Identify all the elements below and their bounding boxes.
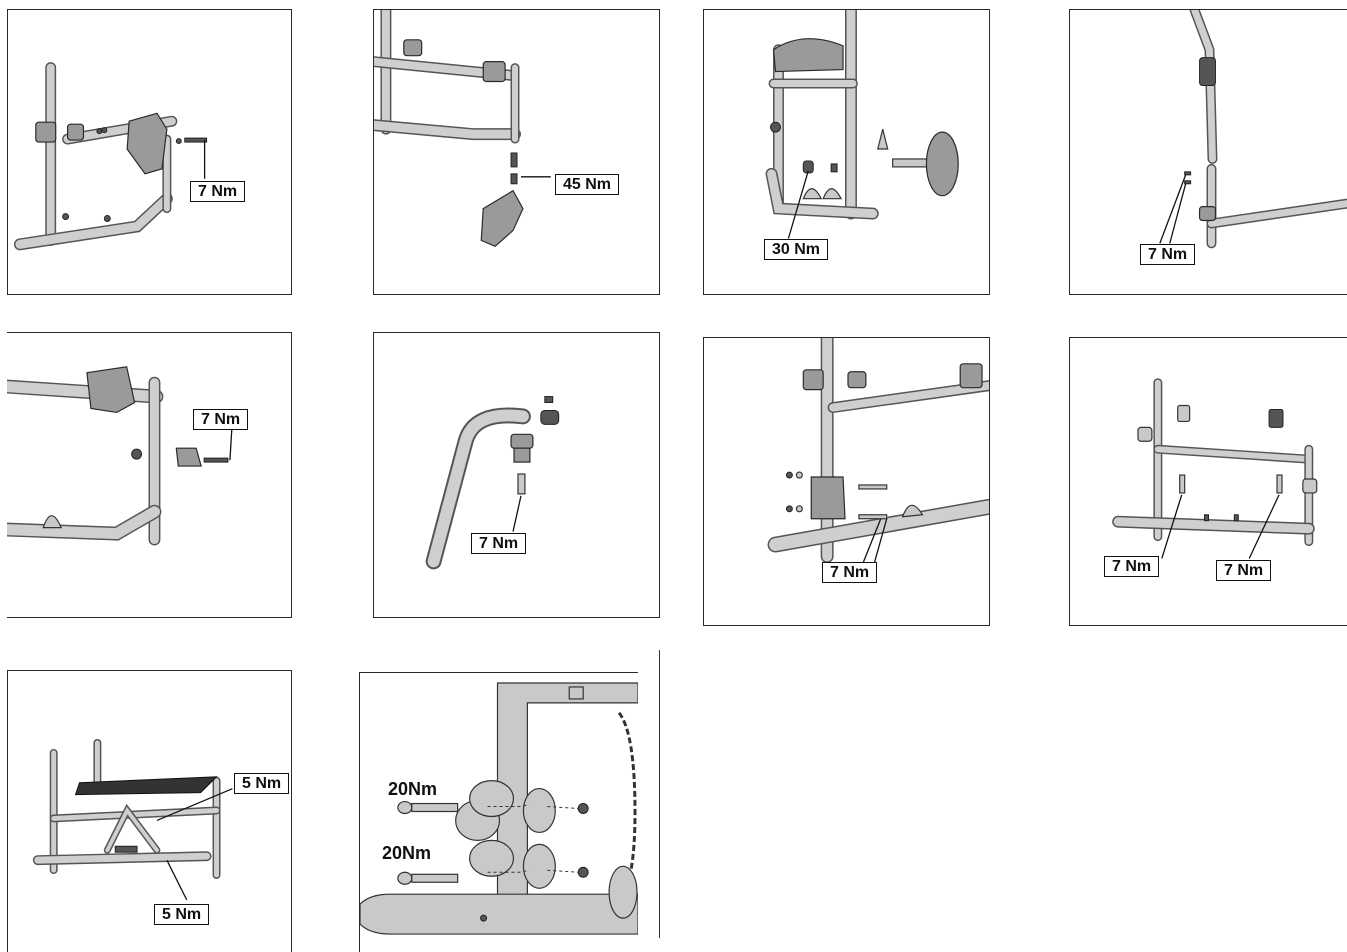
footrest-assembly-drawing: [32, 739, 233, 901]
frame-assembly-drawing: [13, 62, 208, 251]
torque-label: 5 Nm: [154, 904, 210, 925]
assembly-step-5-panel: 7 Nm: [7, 332, 292, 618]
torque-label: 7 Nm: [1104, 556, 1160, 577]
assembly-step-10-panel: 20Nm 20Nm: [359, 672, 638, 952]
assembly-step-1-panel: 7 Nm: [7, 9, 292, 295]
torque-label: 7 Nm: [193, 409, 249, 430]
assembly-step-4-panel: 7 Nm: [1069, 9, 1347, 295]
torque-label: 7 Nm: [822, 562, 878, 583]
assembly-step-2-panel: 45 Nm: [373, 9, 660, 295]
torque-label: 30 Nm: [764, 239, 829, 260]
torque-label: 5 Nm: [234, 773, 290, 794]
wheel-mount-drawing: [360, 682, 638, 935]
frame-assembly-drawing: [1112, 378, 1318, 559]
assembly-step-9-panel: 5 Nm 5 Nm: [7, 670, 292, 952]
frame-assembly-drawing: [374, 10, 551, 248]
torque-label: 7 Nm: [1216, 560, 1272, 581]
divider-line: [659, 650, 660, 938]
assembly-step-7-panel: 7 Nm: [703, 337, 990, 626]
torque-label: 7 Nm: [471, 533, 527, 554]
assembly-step-8-panel: 7 Nm 7 Nm: [1069, 337, 1347, 626]
torque-label: 20Nm: [388, 779, 438, 799]
frame-assembly-drawing: [1159, 10, 1347, 249]
torque-label: 7 Nm: [1140, 244, 1196, 265]
torque-label: 20Nm: [382, 843, 432, 863]
torque-label: 7 Nm: [190, 181, 246, 202]
frame-assembly-drawing: [7, 366, 233, 546]
assembly-step-6-panel: 7 Nm: [373, 332, 660, 618]
frame-assembly-drawing: [765, 10, 959, 239]
assembly-step-3-panel: 30 Nm: [703, 9, 990, 295]
torque-label: 45 Nm: [555, 174, 620, 195]
armrest-tube-drawing: [425, 396, 560, 570]
frame-assembly-drawing: [767, 338, 989, 569]
